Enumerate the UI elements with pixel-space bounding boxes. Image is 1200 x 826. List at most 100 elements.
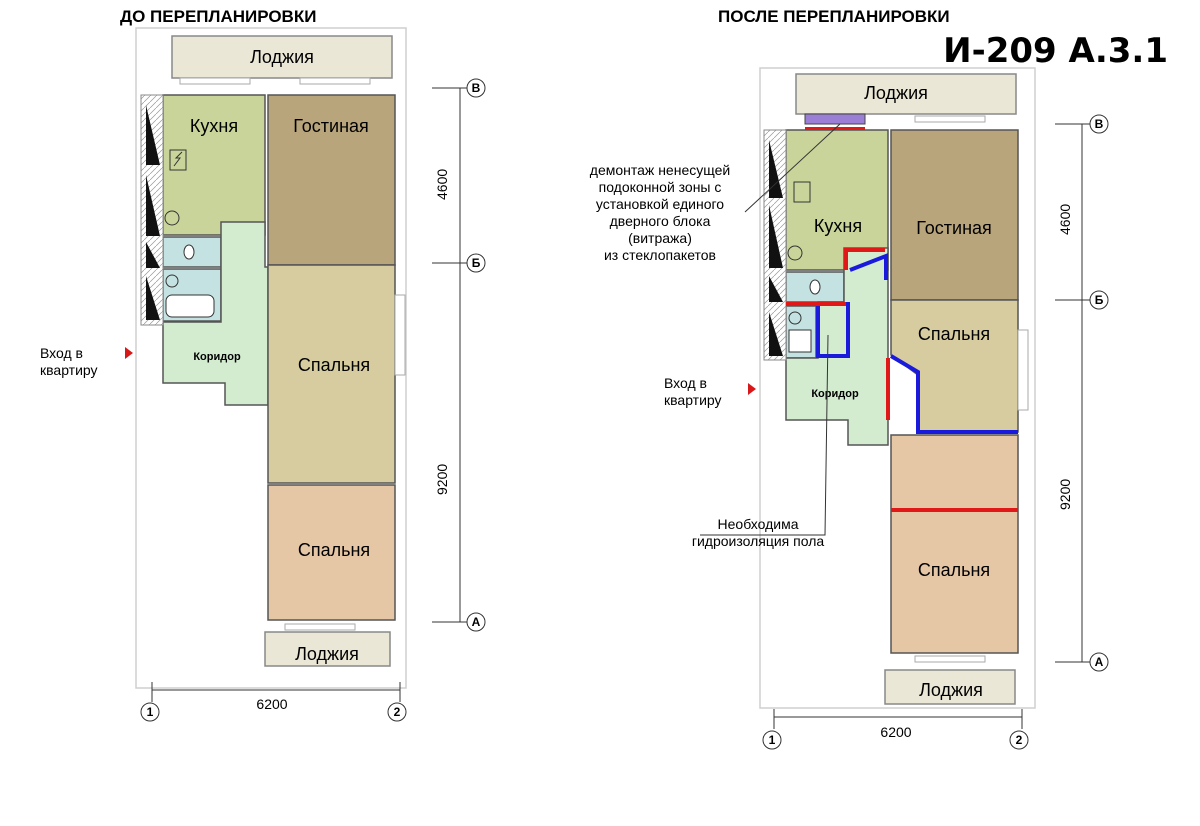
bedroom2-before: [267, 484, 396, 621]
bedroom-label: Спальня: [298, 355, 370, 375]
shower-icon: [788, 329, 812, 353]
new-wall: [816, 302, 850, 358]
washbasin-icon: [788, 311, 802, 325]
plan-before: ДО ПЕРЕПЛАНИРОВКИ Лоджия Кухня Гостиная …: [40, 7, 486, 722]
leader-line: [700, 334, 829, 536]
axis-marker-b: [1089, 290, 1109, 310]
stove-icon: [169, 149, 187, 171]
axis-label-v: В: [472, 81, 481, 95]
living-after: [890, 129, 1019, 301]
loggia-label: Лоджия: [919, 680, 983, 700]
lightning-icon: [173, 151, 183, 167]
dismantle-line-6: из стеклопакетов: [604, 247, 716, 263]
leader-line: [744, 123, 841, 213]
window: [394, 294, 406, 376]
waterproof-line-1: Необходима: [718, 516, 799, 532]
kitchen-label: Кухня: [190, 116, 238, 136]
wall-mark: [769, 312, 783, 356]
loggia-bottom-before: [264, 631, 391, 667]
entrance-line1: Вход в: [664, 375, 707, 391]
new-wall: [849, 253, 888, 280]
entrance-arrow-icon: [125, 347, 133, 359]
axis-marker-a: [466, 612, 486, 632]
bedroom2-label: Спальня: [298, 540, 370, 560]
dismantle-line-2: подоконной зоны с: [599, 179, 722, 195]
kitchen-before: [162, 94, 266, 236]
new-wall: [889, 354, 1018, 434]
washbasin-icon: [165, 274, 179, 288]
living-label: Гостиная: [916, 218, 992, 238]
axis-marker-2: [387, 702, 407, 722]
new-door-block: [804, 113, 866, 125]
loggia-label: Лоджия: [295, 644, 359, 664]
window: [914, 655, 986, 663]
entrance-line2: квартиру: [664, 392, 722, 408]
wall-mark: [146, 105, 160, 165]
corridor-label: Коридор: [193, 351, 241, 363]
axis-marker-b: [466, 253, 486, 273]
entrance-line1: Вход в: [40, 345, 83, 361]
axis-label-2: 2: [394, 705, 401, 719]
loggia-top-after: [795, 73, 1017, 115]
axis-marker-2: [1009, 730, 1029, 750]
loggia-top-before: [171, 35, 393, 79]
window: [179, 77, 251, 85]
outer-wall-before: [135, 27, 407, 689]
heading-after: ПОСЛЕ ПЕРЕПЛАНИРОВКИ: [718, 7, 950, 26]
removed-wall: [844, 248, 885, 270]
living-before: [267, 94, 396, 266]
axis-label-b: Б: [1095, 293, 1104, 307]
kitchen-after: [785, 129, 889, 271]
axis-label-2: 2: [1016, 733, 1023, 747]
window: [1017, 329, 1029, 411]
sink-icon: [164, 210, 180, 226]
dimension-4600: 4600: [434, 169, 450, 200]
sink-icon: [787, 245, 803, 261]
axis-label-1: 1: [769, 733, 776, 747]
dismantle-line-1: демонтаж ненесущей: [590, 162, 730, 178]
window: [914, 115, 986, 123]
wall-mark: [146, 175, 160, 236]
loggia-label: Лоджия: [250, 47, 314, 67]
waterproof-note: Необходима гидроизоляция пола: [692, 516, 825, 549]
plan-after: ПОСЛЕ ПЕРЕПЛАНИРОВКИ И-209 А.3.1 Лоджия …: [590, 7, 1168, 750]
outer-wall-after: [759, 67, 1036, 709]
heading-before: ДО ПЕРЕПЛАНИРОВКИ: [120, 7, 316, 26]
axis-marker-1: [762, 730, 782, 750]
axis-marker-v: [1089, 114, 1109, 134]
axis-marker-1: [140, 702, 160, 722]
dimension-6200: 6200: [880, 724, 911, 740]
bedroom2-after: [890, 434, 1019, 654]
loggia-label: Лоджия: [864, 83, 928, 103]
wall-mark: [146, 242, 160, 268]
entrance-line2: квартиру: [40, 362, 98, 378]
axis-marker-a: [1089, 652, 1109, 672]
dismantle-line-5: (витража): [628, 230, 692, 246]
corridor-before: [162, 221, 269, 406]
axis-label-a: А: [472, 615, 481, 629]
axis-marker-v: [466, 78, 486, 98]
wall-mark: [769, 276, 783, 302]
series-code: И-209 А.3.1: [943, 31, 1168, 71]
waterproof-line-2: гидроизоляция пола: [692, 533, 825, 549]
entrance-arrow-icon: [748, 383, 756, 395]
axis-label-1: 1: [147, 705, 154, 719]
wall-mark: [146, 276, 160, 320]
loggia-bottom-after: [884, 669, 1016, 705]
window: [284, 623, 356, 631]
kitchen-label: Кухня: [814, 216, 862, 236]
toilet-icon: [809, 279, 821, 295]
bedroom2-label: Спальня: [918, 560, 990, 580]
living-label: Гостиная: [293, 116, 369, 136]
dimension-9200: 9200: [434, 464, 450, 495]
corridor-label: Коридор: [811, 388, 859, 400]
dimension-4600: 4600: [1057, 204, 1073, 235]
axis-label-b: Б: [472, 256, 481, 270]
dismantle-line-3: установкой единого: [596, 196, 724, 212]
stove-icon: [793, 181, 811, 203]
bedroom-label: Спальня: [918, 324, 990, 344]
bedroom-before: [267, 264, 396, 484]
window: [299, 77, 371, 85]
dismantle-line-4: дверного блока: [610, 213, 711, 229]
